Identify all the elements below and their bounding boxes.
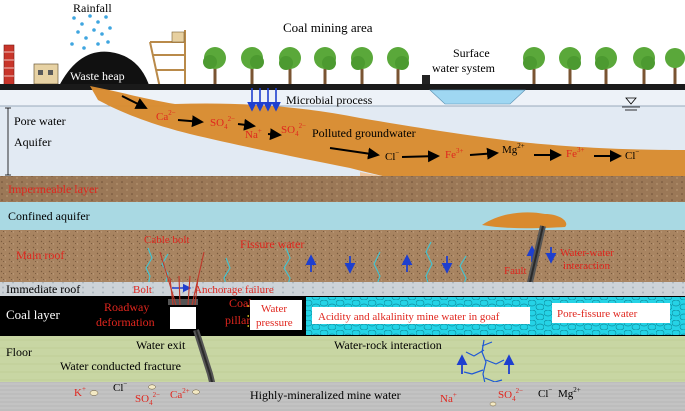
floor-fracture-network: [463, 339, 505, 389]
pore-fissure-box: [552, 303, 670, 323]
bottom-layer: [0, 382, 685, 411]
immediate-roof-label: Immediate roof: [6, 282, 80, 296]
orange-lens: [482, 212, 567, 229]
svg-text:SO42−: SO42−: [281, 122, 306, 138]
cable-bolt-label: Cable bolt: [144, 234, 190, 246]
svg-text:K+: K+: [74, 385, 86, 399]
chimney-icon: [3, 44, 15, 86]
water-exit-label: Water exit: [136, 338, 186, 352]
factory-icon: [33, 63, 59, 85]
bottom-ions: K+ Cl− SO42− Ca2+ Na+ SO42− Cl− Mg2+: [74, 380, 581, 407]
flow-arrows: [121, 95, 622, 163]
main-roof-layer: [0, 230, 685, 282]
aquifer-bracket: [5, 107, 11, 176]
confined-aquifer-layer: [0, 202, 685, 230]
pebbles: [89, 384, 497, 407]
highly-mineralized-label: Highly-mineralized mine water: [250, 388, 401, 402]
anchorage-failure-label: Anchorage failure: [194, 284, 274, 296]
svg-text:SO42−: SO42−: [498, 387, 523, 403]
floor-flow-arrows: [456, 354, 515, 374]
surface-water-pond: [429, 89, 526, 105]
confined-aquifer-label: Confined aquifer: [8, 209, 90, 223]
impermeable-layer-label: Impermeable layer: [8, 182, 98, 196]
aquifer-ions: Ca2− SO42− Na+ SO42− Cl− Fe3+ Mg2+ Fe3+ …: [156, 109, 639, 163]
water-pressure-label-1: Water: [261, 303, 287, 315]
floor-layer: [0, 336, 685, 382]
water-pressure-arrows: [238, 301, 249, 331]
impermeable-layer: [0, 176, 685, 202]
surface-water-label-2: water system: [432, 61, 496, 75]
svg-text:Cl−: Cl−: [385, 149, 399, 163]
rain-icon: [70, 14, 112, 50]
svg-text:Cl−: Cl−: [625, 148, 639, 162]
water-water-label-2: interaction: [563, 260, 611, 272]
svg-text:Fe3+: Fe3+: [566, 146, 585, 160]
water-pressure-label-2: pressure: [256, 317, 293, 329]
pore-water-label: Pore water: [14, 114, 66, 128]
fault-label: Fault: [504, 265, 527, 277]
main-roof-label: Main roof: [16, 248, 64, 262]
water-conducted-fracture-label: Water conducted fracture: [60, 359, 181, 373]
pollution-plume: [90, 86, 685, 186]
ground-surface: [0, 84, 685, 90]
roadway-deformation-label-1: Roadway: [104, 300, 149, 314]
immediate-roof-layer: [0, 282, 685, 296]
coal-mining-area-label: Coal mining area: [283, 20, 373, 35]
water-pressure-box: [250, 300, 302, 330]
fissure-flow-arrows: [305, 245, 557, 274]
roadway-deformation-label-2: deformation: [96, 315, 155, 329]
coal-layer-label: Coal layer: [6, 307, 60, 322]
pump-icon: [422, 75, 430, 84]
microbial-arrows: [247, 88, 281, 112]
svg-text:Fe3+: Fe3+: [445, 147, 464, 161]
svg-text:Cl−: Cl−: [113, 380, 127, 394]
coal-pillar-label-1: Coal: [229, 296, 252, 310]
polluted-groundwater-label: Polluted groundwater: [312, 126, 416, 140]
rainfall-label: Rainfall: [73, 1, 112, 15]
acidity-box: [312, 307, 530, 324]
roadway-opening: [170, 307, 196, 329]
bolt-label: Bolt: [133, 284, 152, 296]
svg-text:Ca2−: Ca2−: [156, 109, 176, 123]
pore-fissure-label: Pore-fissure water: [557, 308, 638, 320]
microbial-process-label: Microbial process: [286, 93, 373, 107]
svg-text:Cl−: Cl−: [538, 386, 552, 400]
water-water-label-1: Water-water: [560, 247, 614, 259]
waste-heap-icon: [58, 51, 150, 88]
svg-text:Mg2+: Mg2+: [502, 142, 525, 156]
waste-heap-label: Waste heap: [70, 69, 125, 83]
tree-icons: [203, 47, 685, 84]
coal-pillar-label-2: pillar: [225, 313, 250, 327]
fissure-water-label: Fissure water: [240, 237, 304, 251]
floor-label: Floor: [6, 345, 32, 359]
acidity-label: Acidity and alkalinity mine water in goa…: [318, 311, 500, 323]
water-rock-label: Water-rock interaction: [334, 338, 442, 352]
svg-text:Ca2+: Ca2+: [170, 387, 190, 401]
svg-text:Na+: Na+: [245, 127, 262, 141]
svg-text:Na+: Na+: [440, 391, 457, 405]
water-table-icon: [622, 97, 640, 111]
svg-text:SO42−: SO42−: [210, 115, 235, 131]
svg-text:SO42−: SO42−: [135, 391, 160, 407]
surface-water-label-1: Surface: [453, 46, 490, 60]
aquifer-label: Aquifer: [14, 135, 51, 149]
bolt-rods: [159, 251, 205, 306]
surface-scene: Rainfall Waste heap Coal mining area Sur…: [0, 1, 685, 90]
svg-text:Mg2+: Mg2+: [558, 386, 581, 400]
